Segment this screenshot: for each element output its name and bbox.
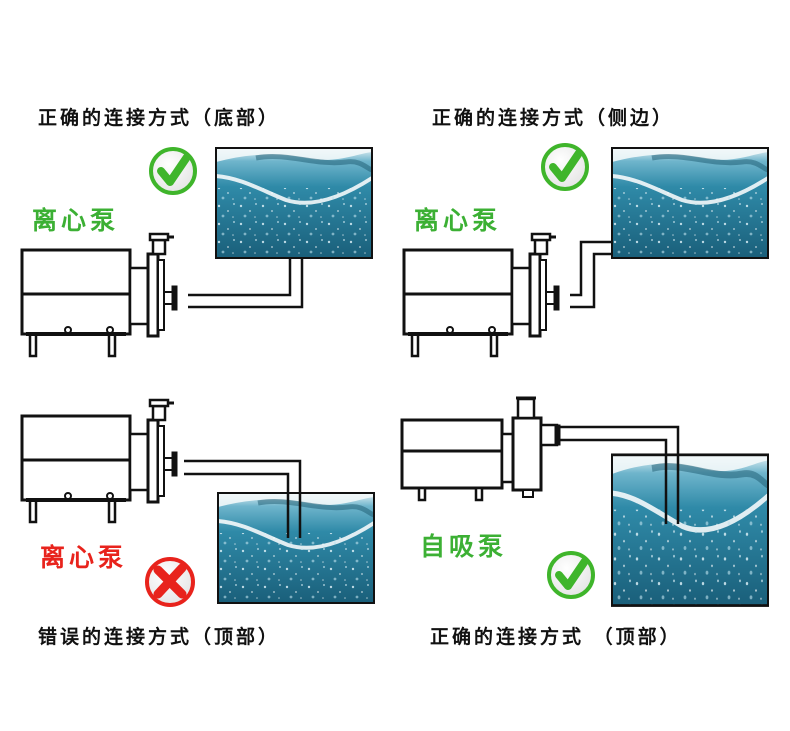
pipe-lower [188, 258, 304, 309]
panel-top-left [20, 147, 372, 358]
centrifugal-pump [20, 398, 179, 524]
caption-top-right: 正确的连接方式（侧边） [432, 107, 675, 129]
water-tank [218, 493, 374, 603]
pipe-lower [570, 252, 612, 309]
pump-type-label-top-right: 离心泵 [414, 206, 502, 235]
centrifugal-pump [402, 232, 561, 358]
water-tank [612, 455, 768, 606]
pipe-upper [559, 425, 680, 524]
check-circle-icon [149, 147, 197, 195]
pipe-lower [184, 472, 290, 538]
centrifugal-pump [20, 232, 179, 358]
check-circle-icon [541, 143, 589, 191]
check-circle-icon [547, 551, 595, 599]
panel-top-right [402, 143, 768, 358]
pump-type-label-top-left: 离心泵 [32, 206, 120, 235]
water-tank [612, 148, 768, 258]
panel-bottom-right [400, 396, 768, 606]
water-tank [216, 148, 372, 258]
pipe-upper [570, 240, 612, 297]
caption-top-left: 正确的连接方式（底部） [38, 107, 281, 129]
pump-type-label-bottom-left: 离心泵 [40, 543, 128, 572]
pump-type-label-bottom-right: 自吸泵 [420, 532, 508, 561]
cross-circle-icon [145, 557, 195, 607]
caption-bottom-right: 正确的连接方式 （顶部） [430, 626, 682, 648]
pipe-upper [188, 258, 292, 297]
pipe-lower [559, 438, 668, 524]
self-priming-pump [400, 396, 561, 502]
panel-bottom-left [20, 398, 374, 607]
pipe-upper [184, 459, 302, 538]
caption-bottom-left: 错误的连接方式（顶部） [38, 626, 281, 648]
